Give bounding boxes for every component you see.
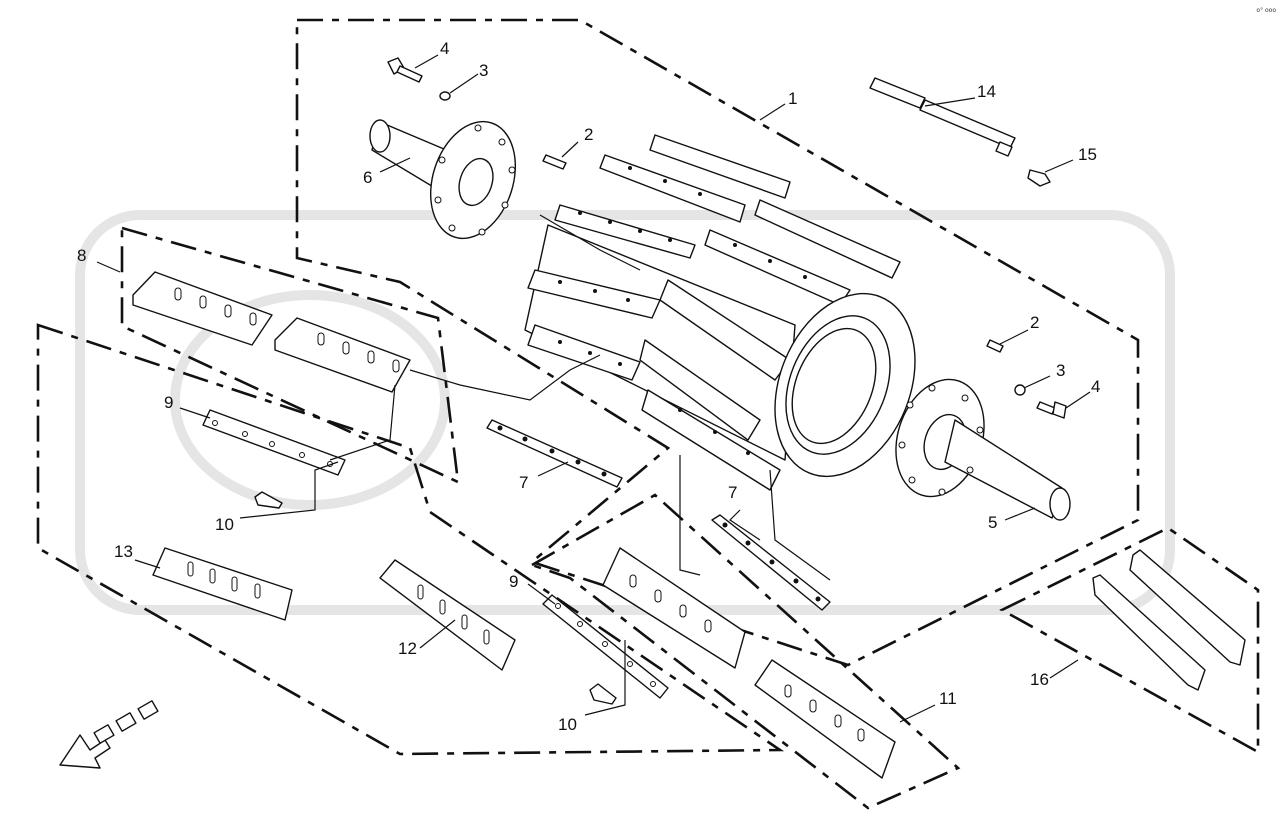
bolt-10-lower xyxy=(589,683,617,705)
direction-arrow-icon xyxy=(59,700,159,769)
washer-top-3 xyxy=(439,91,451,101)
callout-2-right: 2 xyxy=(1030,313,1039,332)
clip-15 xyxy=(1027,169,1051,187)
knife-set-13-boundary xyxy=(36,323,785,756)
callout-2-top: 2 xyxy=(584,125,593,144)
knife-13 xyxy=(152,547,293,621)
callout-8: 8 xyxy=(77,246,86,265)
knife-12 xyxy=(379,559,516,671)
strip-holes xyxy=(558,166,807,455)
bolt-10-left xyxy=(254,491,283,509)
washer-right-3 xyxy=(1014,384,1026,396)
spare-blades-16-boundary xyxy=(999,526,1260,755)
corner-code: о° ооо xyxy=(1256,7,1276,14)
knife-set-8 xyxy=(132,271,411,393)
callout-4-right: 4 xyxy=(1091,377,1100,396)
bar-7-right xyxy=(711,514,831,611)
callout-10-lower: 10 xyxy=(558,715,577,734)
clamp-bar-9-lower xyxy=(542,594,669,699)
spare-blades-16 xyxy=(1092,549,1246,691)
callout-9-left: 9 xyxy=(164,393,173,412)
callout-3-top: 3 xyxy=(479,61,488,80)
callout-1: 1 xyxy=(788,89,797,108)
callout-12: 12 xyxy=(398,639,417,658)
callout-3-right: 3 xyxy=(1056,361,1065,380)
callout-13: 13 xyxy=(114,542,133,561)
bolt-top-4 xyxy=(387,57,423,83)
callout-15: 15 xyxy=(1078,145,1097,164)
tool-14 xyxy=(869,77,1016,157)
callout-4-top: 4 xyxy=(440,39,449,58)
callout-7-left: 7 xyxy=(519,473,528,492)
right-shaft-with-flange xyxy=(895,378,1071,521)
callout-10-left: 10 xyxy=(215,515,234,534)
callout-16: 16 xyxy=(1030,670,1049,689)
callout-14: 14 xyxy=(977,82,996,101)
bolt-right-4 xyxy=(1036,401,1067,419)
callout-7-right: 7 xyxy=(728,483,737,502)
watermark xyxy=(75,210,1175,615)
setscrew-right-2 xyxy=(986,339,1004,353)
rotor-drum xyxy=(524,134,916,491)
callout-5: 5 xyxy=(988,513,997,532)
knife-set-11 xyxy=(602,547,896,779)
left-shaft-with-flange xyxy=(369,119,517,240)
callout-11: 11 xyxy=(939,689,957,708)
setscrew-top-2 xyxy=(542,154,567,170)
callout-labels: 1 2 2 3 3 4 4 5 6 7 7 8 9 9 10 10 11 12 … xyxy=(77,39,1100,734)
callout-6: 6 xyxy=(363,168,372,187)
knife-set-11-boundary xyxy=(528,493,961,810)
bar-7-left xyxy=(486,419,623,488)
knife-set-8-boundary xyxy=(120,226,460,485)
clamp-bar-9-left xyxy=(202,409,346,476)
callout-9-lower: 9 xyxy=(509,572,518,591)
leader-lines xyxy=(96,54,1091,723)
